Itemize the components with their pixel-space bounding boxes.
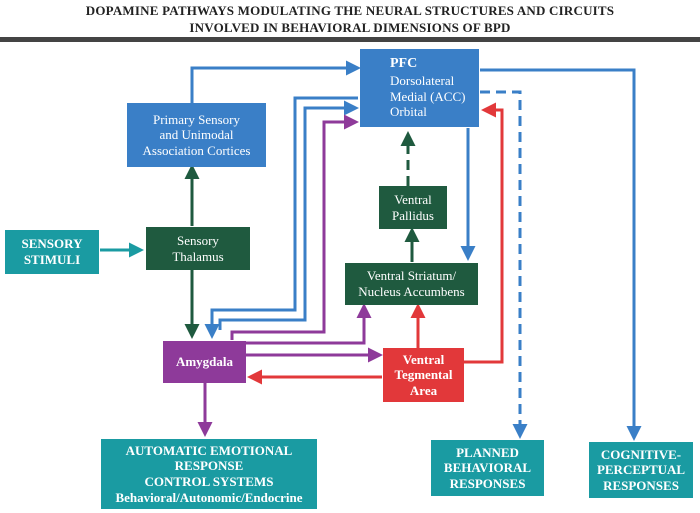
node-primary-sensory-cortices: Primary Sensory and Unimodal Association… [127, 103, 266, 167]
vta-line2: Tegmental [394, 367, 453, 383]
planned-line1: PLANNED [456, 444, 519, 460]
primary-sensory-line2: and Unimodal [159, 127, 234, 143]
node-sensory-thalamus: Sensory Thalamus [146, 227, 250, 270]
automatic-line3: CONTROL SYSTEMS [144, 474, 274, 489]
pfc-line-orbital: Orbital [390, 104, 427, 120]
diagram-title-line1: DOPAMINE PATHWAYS MODULATING THE NEURAL … [85, 3, 615, 18]
automatic-line2: RESPONSE [174, 458, 244, 474]
automatic-line4: Behavioral/Autonomic/Endocrine [115, 489, 303, 505]
primary-sensory-line3: Association Cortices [142, 142, 251, 158]
sensory-stimuli-line1: SENSORY [21, 236, 83, 252]
arrow-pfc-to-planned [480, 90, 528, 439]
planned-line3: RESPONSES [449, 475, 526, 491]
primary-sensory-line1: Primary Sensory [152, 111, 241, 127]
cognitive-line1: COGNITIVE- [600, 446, 682, 462]
arrow-pfc-to-amygdala [204, 96, 358, 339]
sensory-thalamus-line2: Thalamus [172, 248, 224, 264]
node-cognitive-perceptual-responses: COGNITIVE- PERCEPTUAL RESPONSES [589, 442, 693, 498]
node-amygdala: Amygdala [163, 341, 246, 383]
sensory-thalamus-line1: Sensory [177, 232, 219, 248]
node-planned-behavioral-responses: PLANNED BEHAVIORAL RESPONSES [431, 440, 544, 496]
arrow-vta-to-pfc [464, 102, 504, 364]
arrow-amygdala-to-pfc-purple [230, 114, 359, 340]
vta-line1: Ventral [402, 351, 445, 367]
arrow-pfc-to-cognitive [480, 68, 642, 441]
node-ventral-tegmental-area: Ventral Tegmental Area [383, 348, 464, 402]
ventral-pallidus-line1: Ventral [394, 191, 432, 207]
arrow-amygdala-to-striatum [246, 303, 372, 345]
diagram-title-line2: INVOLVED IN BEHAVIORAL DIMENSIONS OF BPD [189, 20, 511, 35]
title-divider [0, 37, 700, 42]
node-automatic-emotional-response: AUTOMATIC EMOTIONAL RESPONSE CONTROL SYS… [101, 439, 317, 509]
node-ventral-striatum: Ventral Striatum/ Nucleus Accumbens [345, 263, 478, 305]
node-sensory-stimuli: SENSORY STIMULI [5, 230, 99, 274]
arrow-primary-sensory-to-pfc [190, 60, 361, 103]
node-ventral-pallidus: Ventral Pallidus [379, 186, 447, 229]
arrow-amygdala-to-pfc [218, 100, 359, 330]
pfc-heading: PFC [390, 56, 418, 72]
pfc-line-dorsolateral: Dorsolateral [390, 73, 455, 88]
ventral-striatum-line1: Ventral Striatum/ [366, 268, 457, 284]
ventral-pallidus-line2: Pallidus [392, 207, 434, 223]
cognitive-line2: PERCEPTUAL [596, 462, 686, 478]
node-pfc: PFC Dorsolateral Medial (ACC) Orbital [360, 49, 479, 127]
vta-line3: Area [409, 382, 438, 398]
planned-line2: BEHAVIORAL [443, 460, 532, 476]
ventral-striatum-line2: Nucleus Accumbens [358, 284, 465, 299]
amygdala-label: Amygdala [175, 354, 234, 370]
sensory-stimuli-line2: STIMULI [23, 252, 81, 267]
pfc-line-medial: Medial (ACC) [390, 88, 466, 104]
cognitive-line3: RESPONSES [603, 477, 679, 493]
automatic-line1: AUTOMATIC EMOTIONAL [125, 442, 293, 458]
